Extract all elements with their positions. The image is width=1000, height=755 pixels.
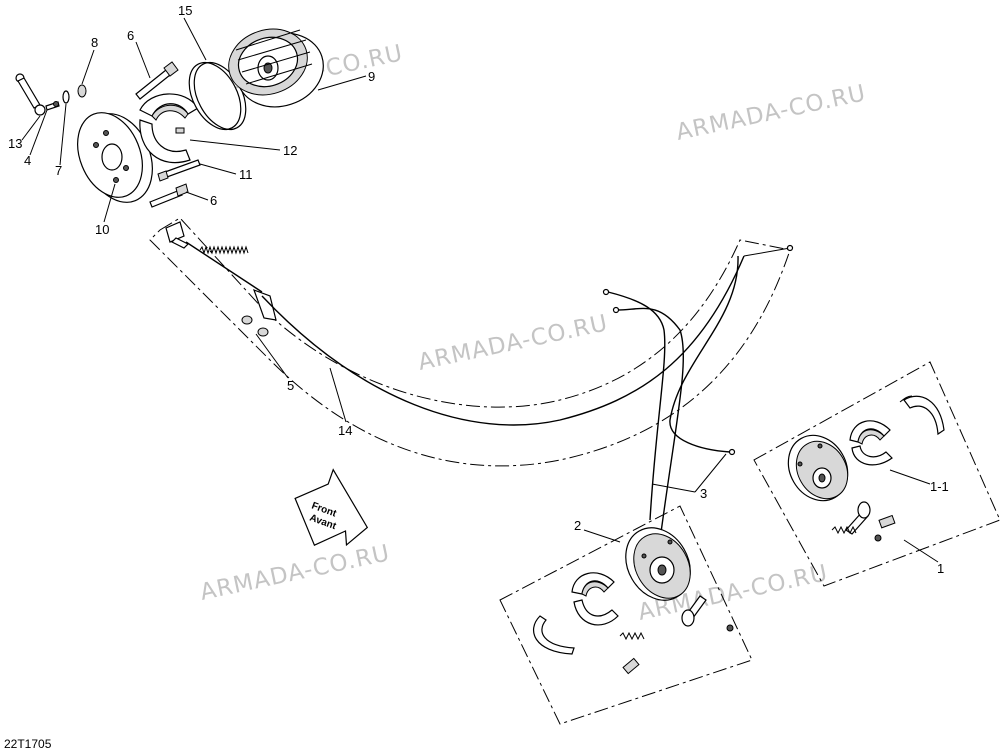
direction-arrow: Front Avant	[294, 468, 369, 547]
brake-cable-assembly	[149, 217, 794, 467]
callout-3: 3	[700, 486, 707, 501]
callout-6-upper: 6	[127, 28, 134, 43]
part-wing-nut	[165, 221, 190, 249]
part-12-brake-shoes	[139, 93, 199, 164]
callout-9: 9	[368, 69, 375, 84]
callout-12: 12	[283, 143, 297, 158]
callout-6-lower: 6	[210, 193, 217, 208]
callout-1: 1	[937, 561, 944, 576]
leader-14	[329, 367, 347, 423]
part-11-stud	[157, 159, 201, 182]
callout-2: 2	[574, 518, 581, 533]
kit-1	[753, 361, 1000, 587]
part-13-lever	[15, 73, 46, 116]
callout-10: 10	[95, 222, 109, 237]
callout-13: 13	[8, 136, 22, 151]
callout-1-1: 1-1	[930, 479, 949, 494]
leader-lines-top	[21, 17, 367, 223]
drive-assembly	[15, 28, 324, 208]
callout-5: 5	[287, 378, 294, 393]
part-6-lower-bolt	[149, 183, 189, 208]
callout-14: 14	[338, 423, 352, 438]
watermark-2: ARMADA-CO.RU	[674, 80, 869, 146]
callout-4: 4	[24, 153, 31, 168]
watermarks: ARMADA-CO.RU ARMADA-CO.RU ARMADA-CO.RU A…	[198, 40, 869, 626]
callout-15: 15	[178, 3, 192, 18]
callout-11: 11	[239, 167, 253, 182]
cable-bracket	[253, 288, 277, 321]
part-7-washer	[62, 90, 70, 104]
part-5-nuts	[241, 315, 289, 379]
watermark-4: ARMADA-CO.RU	[198, 540, 393, 606]
callout-labels: 13 4 7 8 6 15 9 12 11 6 10 5 14 3 2 1-1 …	[8, 3, 949, 576]
part-8-nut	[77, 84, 87, 98]
callout-8: 8	[91, 35, 98, 50]
part-6-upper-bolt	[135, 61, 179, 100]
part-4-bolt	[45, 101, 60, 111]
part-10-hub-flange	[77, 112, 153, 203]
figure-reference-code: 22T1705	[4, 737, 52, 751]
callout-7: 7	[55, 163, 62, 178]
kit-2	[499, 505, 753, 725]
watermark-3: ARMADA-CO.RU	[416, 310, 611, 376]
brake-cables-3	[602, 255, 739, 541]
part-9-drum	[228, 28, 324, 108]
cable-spring	[185, 241, 263, 293]
cable-14	[261, 255, 745, 426]
